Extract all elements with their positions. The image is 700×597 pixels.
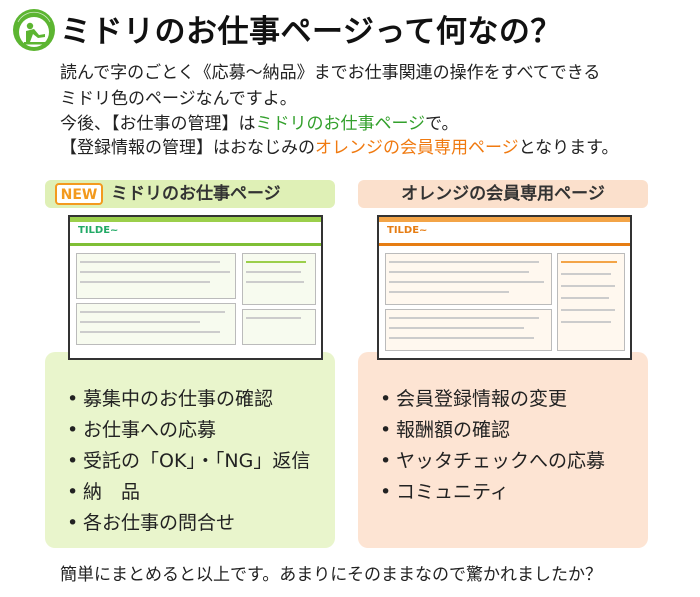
screenshot-logo: TILDE~ [78,225,119,236]
list-item: •ヤッタチェックへの応募 [380,450,606,472]
green-section-title: ミドリのお仕事ページ [111,184,281,204]
page-title: ミドリのお仕事ページって何なの？ [60,14,562,50]
management-line-2-suffix: となります。 [518,138,619,158]
orange-page-highlight: オレンジの会員専用ページ [315,138,519,158]
person-at-desk-icon [13,9,55,51]
list-item: •募集中のお仕事の確認 [67,388,274,410]
orange-page-screenshot: TILDE~ [377,215,632,360]
management-line-1-suffix: で。 [425,114,459,134]
intro-line-1: 読んで字のごとく《応募〜納品》までお仕事関連の操作をすべてできる [60,63,601,83]
list-item: •各お仕事の問合せ [67,512,236,534]
management-text: 今後、【お仕事の管理】はミドリのお仕事ページで。 【登録情報の管理】はおなじみの… [60,112,618,160]
green-page-screenshot: TILDE~ [68,215,323,360]
list-item: •報酬額の確認 [380,419,511,441]
green-feature-list: •募集中のお仕事の確認 •お仕事への応募 •受託の「OK」・「NG」返信 •納 … [67,384,310,539]
management-line-1-prefix: 今後、【お仕事の管理】は [60,114,256,134]
list-item: •受託の「OK」・「NG」返信 [67,450,311,472]
green-features-card: •募集中のお仕事の確認 •お仕事への応募 •受託の「OK」・「NG」返信 •納 … [45,352,335,548]
green-section-header: NEW ミドリのお仕事ページ [45,180,335,208]
green-page-highlight: ミドリのお仕事ページ [255,114,426,134]
new-badge: NEW [55,183,103,205]
intro-line-2: ミドリ色のページなんですよ。 [60,89,297,109]
screenshot-logo: TILDE~ [387,225,428,236]
management-line-1: 今後、【お仕事の管理】はミドリのお仕事ページで。 [60,112,618,136]
orange-section-header: オレンジの会員専用ページ [358,180,648,208]
management-line-2: 【登録情報の管理】はおなじみのオレンジの会員専用ページとなります。 [60,136,618,160]
orange-features-card: •会員登録情報の変更 •報酬額の確認 •ヤッタチェックへの応募 •コミュニティ [358,352,648,548]
list-item: •コミュニティ [380,481,509,503]
list-item: •会員登録情報の変更 [380,388,568,410]
footer-text: 簡単にまとめると以上です。あまりにそのままなので驚かれましたか？ [60,565,602,585]
intro-text: 読んで字のごとく《応募〜納品》までお仕事関連の操作をすべてできる ミドリ色のペー… [60,60,600,112]
orange-feature-list: •会員登録情報の変更 •報酬額の確認 •ヤッタチェックへの応募 •コミュニティ [380,384,605,508]
list-item: •お仕事への応募 [67,419,217,441]
list-item: •納 品 [67,481,141,503]
management-line-2-prefix: 【登録情報の管理】はおなじみの [60,138,315,158]
